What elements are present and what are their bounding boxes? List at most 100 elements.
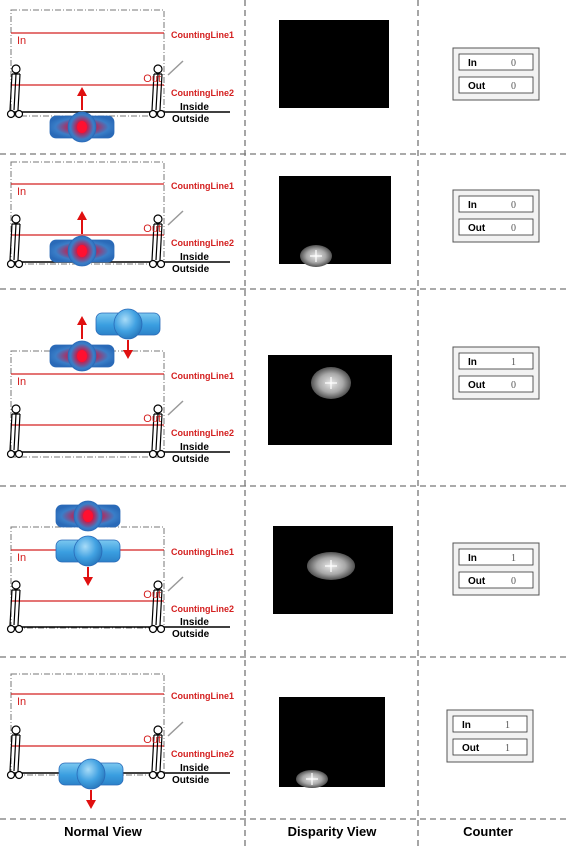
counter-panel (452, 47, 540, 101)
counting-line-2-label: CountingLine2 (171, 88, 234, 98)
out-counter-value: 0 (511, 81, 516, 92)
inside-label: Inside (180, 102, 209, 113)
in-zone-label: In (17, 376, 26, 388)
camera-pole-right (148, 404, 166, 459)
camera-pole-left (6, 404, 24, 459)
out-counter-label: Out (468, 380, 486, 391)
out-counter-label: Out (468, 81, 486, 92)
out-zone-label: Out (143, 734, 161, 746)
detection-zone (10, 350, 165, 458)
out-zone-label: Out (143, 223, 161, 235)
out-zone-label: Out (143, 73, 161, 85)
out-counter-field (458, 571, 534, 589)
in-counter-label: In (468, 357, 477, 368)
in-counter-label: In (462, 720, 471, 731)
camera-pole-right (148, 580, 166, 634)
diagram-row (6, 308, 540, 459)
column-title-counter: Counter (463, 824, 513, 839)
out-counter-field (458, 218, 534, 236)
in-counter-value: 1 (505, 720, 510, 731)
counting-line-2-label: CountingLine2 (171, 749, 234, 759)
out-counter-value: 0 (511, 380, 516, 391)
in-zone-label: In (17, 186, 26, 198)
disparity-image (279, 20, 389, 108)
inside-label: Inside (180, 252, 209, 263)
diagram-row (6, 673, 534, 809)
camera-pole-right (148, 214, 166, 269)
in-counter-field (458, 352, 534, 370)
camera-ray (167, 576, 184, 592)
normal-view (6, 673, 230, 809)
detection-zone (10, 526, 165, 629)
counting-line-2-label: CountingLine2 (171, 238, 234, 248)
in-counter-value: 1 (511, 553, 516, 564)
camera-pole-right (148, 725, 166, 780)
column-separators (244, 0, 419, 849)
centroid-marker (325, 377, 337, 389)
in-zone-label: In (17, 35, 26, 47)
inside-label: Inside (180, 617, 209, 628)
camera-ray (167, 721, 184, 737)
counting-line-1-label: CountingLine1 (171, 181, 234, 191)
outside-label: Outside (172, 454, 210, 465)
centroid-marker (310, 250, 322, 262)
in-counter-field (458, 548, 534, 566)
camera-pole-right (148, 64, 166, 119)
detection-zone (10, 9, 165, 117)
outside-label: Outside (172, 775, 210, 786)
inside-label: Inside (180, 442, 209, 453)
disparity-view (279, 20, 389, 108)
person-blue (58, 758, 124, 809)
counting-line-2-label: CountingLine2 (171, 604, 234, 614)
counter-panel (452, 346, 540, 400)
normal-view (6, 161, 230, 269)
disparity-view (273, 526, 393, 614)
counting-line-1-label: CountingLine1 (171, 30, 234, 40)
camera-ray (167, 60, 184, 76)
camera-pole-left (6, 214, 24, 269)
in-counter-value: 0 (511, 58, 516, 69)
disparity-view (279, 697, 385, 788)
camera-ray (167, 400, 184, 416)
out-counter-label: Out (468, 223, 486, 234)
inside-label: Inside (180, 763, 209, 774)
diagram-row (6, 161, 540, 269)
outside-label: Outside (172, 264, 210, 275)
outside-label: Outside (172, 629, 210, 640)
out-counter-value: 0 (511, 576, 516, 587)
counting-line-1-label: CountingLine1 (171, 547, 234, 557)
camera-pole-left (6, 580, 24, 634)
centroid-marker (325, 560, 337, 572)
disparity-view (279, 176, 391, 267)
disparity-view (268, 355, 392, 445)
out-zone-label: Out (143, 589, 161, 601)
counting-line-2-label: CountingLine2 (171, 428, 234, 438)
counting-line-1-label: CountingLine1 (171, 691, 234, 701)
disparity-image (279, 697, 385, 787)
in-zone-label: In (17, 696, 26, 708)
disparity-image (279, 176, 391, 264)
out-counter-field (458, 375, 534, 393)
normal-view (6, 500, 230, 634)
person-blue (95, 308, 161, 359)
person-red (55, 500, 121, 532)
camera-pole-left (6, 725, 24, 780)
diagram-row (6, 500, 540, 634)
in-counter-label: In (468, 200, 477, 211)
person-red (49, 316, 115, 372)
in-counter-value: 0 (511, 200, 516, 211)
outside-label: Outside (172, 114, 210, 125)
camera-ray (167, 210, 184, 226)
out-counter-value: 0 (511, 223, 516, 234)
counter-panel (446, 709, 534, 763)
column-title-disparity-view: Disparity View (288, 824, 378, 839)
in-zone-label: In (17, 552, 26, 564)
normal-view (6, 9, 230, 143)
centroid-marker (306, 773, 318, 785)
person-blue (55, 535, 121, 586)
in-counter-field (458, 195, 534, 213)
camera-pole-left (6, 64, 24, 119)
in-counter-label: In (468, 58, 477, 69)
out-counter-label: Out (462, 743, 480, 754)
